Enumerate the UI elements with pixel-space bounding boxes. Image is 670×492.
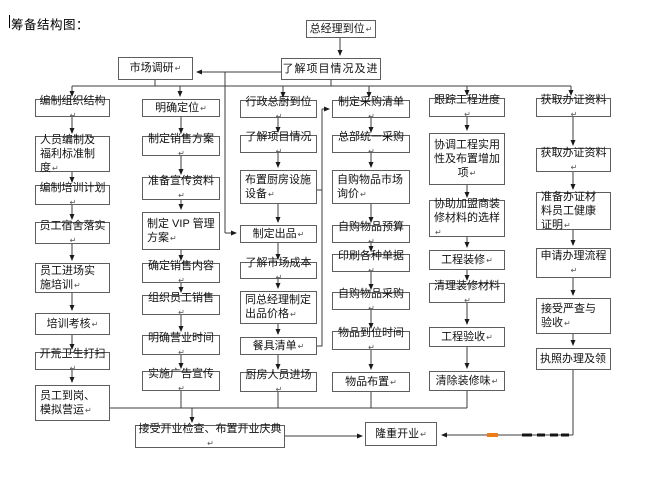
node-grand-opening: 隆重开业 — [365, 422, 437, 446]
node-staff-dormitory: 员工宿舍落实 — [35, 220, 110, 244]
page-title: 筹备结构图： — [11, 18, 90, 32]
node-vip-management: 制定 VIP 管理方案 — [142, 212, 220, 250]
text-cursor — [9, 15, 10, 28]
node-promo-materials: 准备宣传资料 — [142, 175, 220, 200]
node-get-license-info: 获取办证资料 — [536, 94, 611, 117]
node-track-project-progress: 跟踪工程进度 — [429, 94, 505, 117]
node-kitchen-staff-entry: 厨房人员进场 — [240, 369, 317, 392]
node-sales-content: 确定销售内容 — [142, 260, 220, 283]
node-goods-layout: 物品布置 — [332, 372, 410, 392]
node-hq-unified-purchase: 总部统一采购 — [332, 131, 410, 153]
node-inspection-acceptance: 接受严查与验收 — [536, 298, 611, 334]
node-training-assessment: 培训考核 — [35, 313, 110, 335]
node-chef-understand-project: 了解项目情况 — [240, 131, 317, 153]
node-business-hours: 明确营业时间 — [142, 332, 220, 355]
node-training-plan: 编制培训计划 — [35, 182, 110, 205]
node-sales-plan: 制定销售方案 — [142, 133, 220, 156]
node-print-documents: 印刷各种单据 — [332, 250, 410, 272]
node-org-structure: 编制组织结构 — [35, 95, 110, 117]
node-kitchen-equipment-layout: 布置厨房设施设备 — [240, 170, 317, 204]
node-self-purchase-budget: 自购物品预算 — [332, 221, 410, 243]
node-assist-material-selection: 协助加盟商装修材料的选样 — [429, 198, 505, 237]
node-goods-arrival-time: 物品到位时间 — [332, 327, 410, 350]
node-prepare-license-materials: 准备办证材料员工健康证明 — [536, 191, 611, 231]
node-license-handling: 执照办理及领 — [536, 348, 611, 370]
node-pricing-with-gm: 同总经理制定出品价格 — [240, 291, 317, 324]
node-opening-inspection: 接受开业检查、布置开业庆典 — [135, 423, 285, 448]
node-staffing-welfare: 人员编制及福利标准制度 — [35, 134, 110, 174]
node-get-license-info-2: 获取办证资料 — [536, 147, 611, 172]
node-staff-entry-training: 员工进场实施培训 — [35, 263, 110, 293]
node-self-purchase: 自购物品采购 — [332, 288, 410, 310]
node-project-acceptance: 工程验收 — [429, 327, 505, 347]
node-executive-chef-arrival: 行政总厨到位 — [240, 96, 317, 118]
node-initial-cleaning: 开荒卫生打扫 — [35, 348, 110, 370]
node-staff-sales: 组织员工销售 — [142, 292, 220, 315]
node-understand-project-progress: 了解项目情况及进 — [281, 58, 381, 80]
node-menu-design: 制定出品 — [240, 225, 317, 243]
node-staff-onboard-mock-operation: 员工到岗、模拟营运 — [35, 385, 110, 421]
node-clear-decoration-materials: 清理装修材料 — [429, 280, 505, 303]
node-advertising: 实施广告宣传 — [142, 368, 220, 391]
node-purchase-list: 制定采购清单 — [332, 96, 410, 118]
node-project-decoration: 工程装修 — [429, 250, 505, 270]
node-coordinate-project-usability: 协调工程实用性及布置增加项 — [429, 133, 505, 185]
node-apply-process: 申请办理流程 — [536, 248, 611, 278]
node-market-research: 市场调研 — [118, 57, 193, 80]
node-general-manager-arrival: 总经理到位 — [306, 20, 376, 38]
node-self-purchase-inquiry: 自购物品市场询价 — [332, 170, 410, 204]
node-positioning: 明确定位 — [142, 99, 220, 117]
node-tableware-list: 餐具清单 — [240, 337, 317, 355]
node-remove-decoration-smell: 清除装修味 — [429, 371, 505, 391]
node-market-cost: 了解市场成本 — [240, 257, 317, 279]
